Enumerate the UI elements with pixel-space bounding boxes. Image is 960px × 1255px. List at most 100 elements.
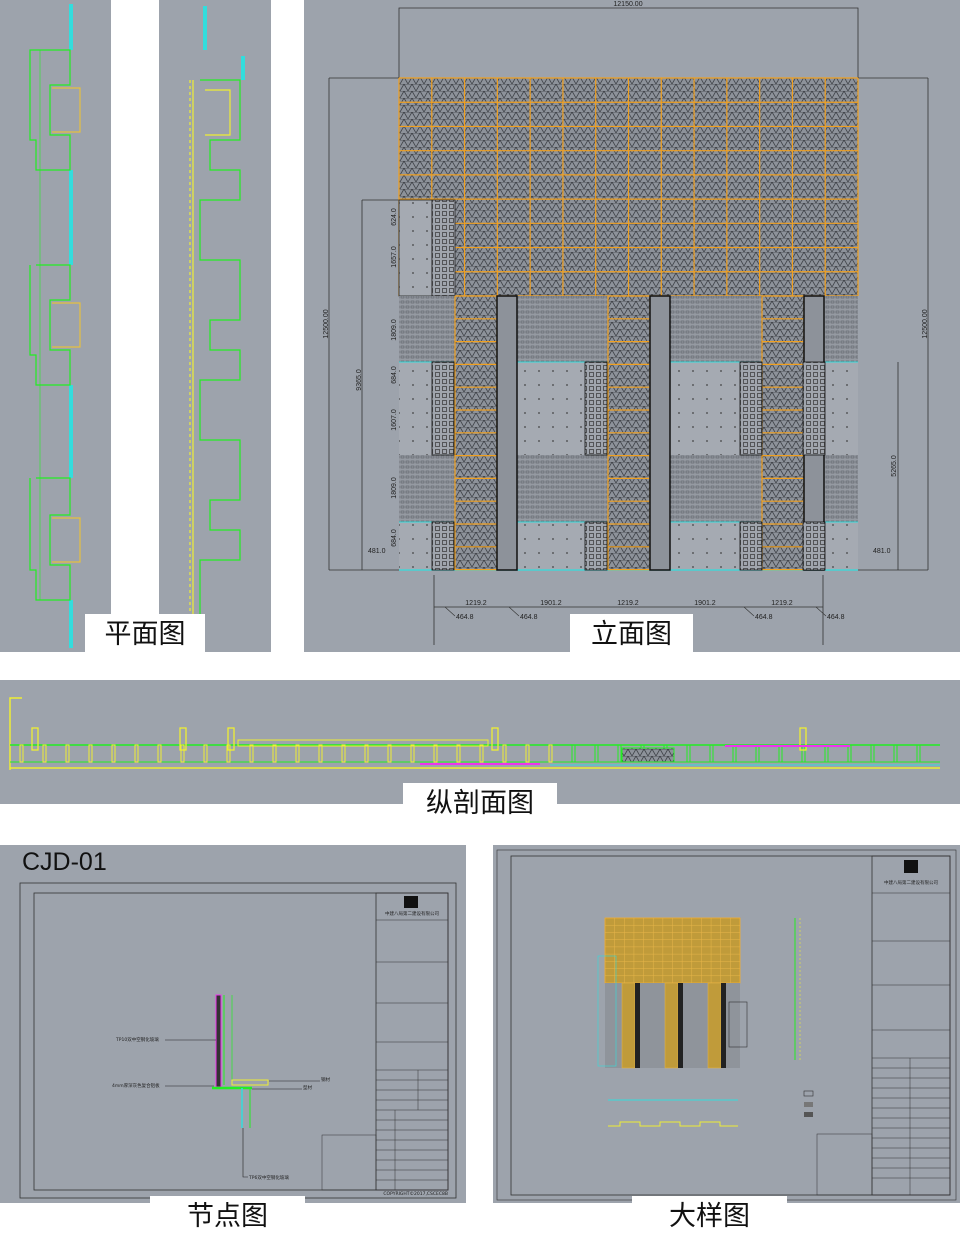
sheet-code: CJD-01 [22,848,107,876]
dim-left-partial: 9365.0 [356,369,363,391]
section-mullion [594,744,599,763]
square-panel [584,521,608,571]
detail-drawing-sheet: 中建八局第二建设有限公司 [496,849,957,1201]
dim-bottom-width: 1901.2 [540,600,562,607]
section-mullion [180,744,185,763]
plan-view-panel-1 [0,0,111,652]
section-mullion [456,744,461,763]
dim-left-segment: 684.0 [391,366,398,384]
node-company-name: 中建八局第二建设有限公司 [385,910,439,917]
dim-left-segment: 1657.0 [391,246,398,268]
section-mullion [778,744,783,763]
dim-left-segment: 624.0 [391,208,398,226]
plan-drawing-1 [29,4,81,648]
section-mullion [295,744,300,763]
section-drawing [9,697,940,770]
leader-line [815,606,827,617]
section-mullion [341,744,346,763]
caption-section: 纵剖面图 [403,783,557,825]
dim-left-height: 12500.00 [323,309,330,338]
plan-view-panel-2 [159,0,271,652]
square-panel [739,361,763,456]
section-mullion [65,744,70,763]
section-mullion [272,744,277,763]
triangle-panel-column [707,982,722,1069]
annotation-profile: 型材 [303,1084,312,1091]
dim-top-width: 12150.00 [613,1,642,8]
square-panel [739,521,763,571]
square-panel [431,361,455,456]
mullion-column [678,983,683,1068]
section-mullion [364,744,369,763]
section-mullion [893,744,898,763]
dim-left-segment: 1607.0 [391,409,398,431]
detail-company-name: 中建八局第二建设有限公司 [884,879,938,886]
plan-drawing-2 [189,6,245,620]
section-mullion [433,744,438,763]
leader-line [743,606,755,617]
section-mullion [479,744,484,763]
square-panel [802,521,826,571]
caption-detail: 大样图 [632,1196,787,1238]
annotation-panel: 4mm厚深灰色复合铝板 [112,1082,160,1089]
dim-left-offset: 481.0 [368,548,386,555]
square-panel [431,521,455,571]
dim-bottom-width: 1219.2 [465,600,487,607]
dim-left-segment: 1809.0 [391,319,398,341]
section-mullion [617,744,622,763]
section-mullion [203,744,208,763]
company-logo [904,860,918,873]
section-mullion [709,744,714,763]
section-mullion [410,744,415,763]
section-mullion [88,744,93,763]
dim-bottom-gap: 464.8 [520,614,538,621]
dim-bottom-gap: 464.8 [755,614,773,621]
leader-line [444,606,456,617]
section-mullion [134,744,139,763]
section-mullion [870,744,875,763]
dim-bottom-gap: 464.8 [456,614,474,621]
section-mullion [916,744,921,763]
dim-left-segment: 684.0 [391,529,398,547]
section-mullion [387,744,392,763]
elevation-drawing: 12150.00 12500.00 12500.00 9365.0 5265.0… [323,1,929,645]
section-mullion [19,744,24,763]
mullion-column [721,983,726,1068]
annotation-steel: 钢材 [321,1076,330,1083]
section-mullion [755,744,760,763]
section-mullion [732,744,737,763]
annotation-glass-bottom: TP6双中空钢化玻璃 [248,1174,289,1181]
dim-right-offset: 481.0 [873,548,891,555]
section-mullion [157,744,162,763]
dim-bottom-width: 1219.2 [617,600,639,607]
mullion-column [635,983,640,1068]
mullion-column [649,295,671,571]
square-panel [802,361,826,456]
triangle-panel-column [664,982,679,1069]
caption-plan: 平面图 [85,614,205,656]
section-mullion [318,744,323,763]
square-panel [584,361,608,456]
section-mullion [571,744,576,763]
company-logo [404,896,418,908]
annotation-glass-top: TP10双中空钢化玻璃 [115,1036,159,1043]
section-mullion [801,744,806,763]
dim-bottom-gap: 464.8 [827,614,845,621]
node-panel [0,845,466,1203]
section-mullion [502,744,507,763]
caption-elevation: 立面图 [570,614,693,656]
dim-right-partial: 5265.0 [891,455,898,477]
section-mullion [249,744,254,763]
leader-line [508,606,520,617]
dim-right-height: 12500.00 [922,309,929,338]
dim-bottom-width: 1219.2 [771,600,793,607]
caption-node: 节点图 [150,1196,305,1238]
dim-left-segment: 1809.0 [391,477,398,499]
dim-bottom-width: 1901.2 [694,600,716,607]
section-mullion [111,744,116,763]
section-mullion [824,744,829,763]
triangle-panel-column [621,982,636,1069]
mullion-column [496,295,518,571]
section-mullion [686,744,691,763]
